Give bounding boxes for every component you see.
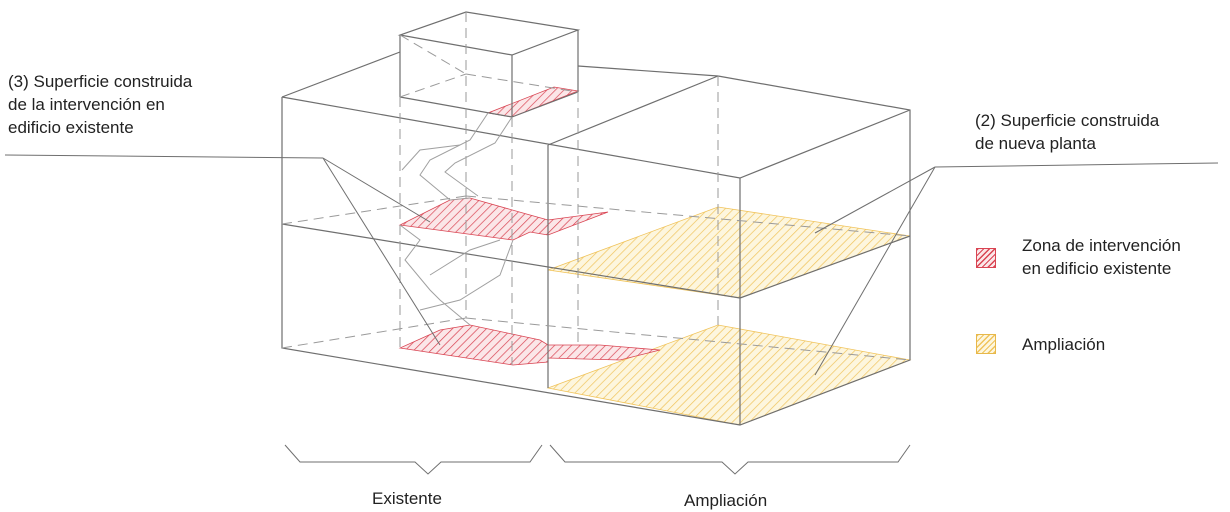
hidden-edges [281,12,911,365]
new-build-callout-line-1: (2) Superficie construida [975,111,1160,130]
stair-flights [399,112,514,326]
new-build-callout-line-2: de nueva planta [975,134,1096,153]
intervention-callout: (3) Superficie construida de la interven… [8,70,192,139]
bracket-label-extension: Ampliación [684,491,768,510]
stair-tower [397,11,581,118]
legend-label-intervention-line-1: Zona de intervención [1022,236,1181,255]
intervention-floor-lower [398,324,661,366]
extension-floor-lower [546,324,912,426]
legend-label-extension-line-1: Ampliación [1022,335,1106,354]
bracket-label-existing: Existente [372,489,442,508]
legend-label-intervention: Zona de intervención en edificio existen… [1022,234,1181,280]
intervention-floor-middle [398,197,609,241]
legend-label-intervention-line-2: en edificio existente [1022,259,1172,278]
legend-swatch-extension [976,334,996,354]
building-outline [281,51,911,426]
intervention-floor-top [486,86,580,118]
intervention-callout-line-2: de la intervención en [8,95,165,114]
intervention-callout-line-1: (3) Superficie construida [8,72,193,91]
extension-floor-upper [547,206,911,299]
bottom-brackets [284,444,911,475]
intervention-callout-line-3: edificio existente [8,118,134,137]
new-build-callout: (2) Superficie construida de nueva plant… [975,109,1159,155]
leader-lines [4,154,1219,376]
legend-label-extension: Ampliación [1022,333,1105,356]
legend-swatch-intervention [976,248,996,268]
